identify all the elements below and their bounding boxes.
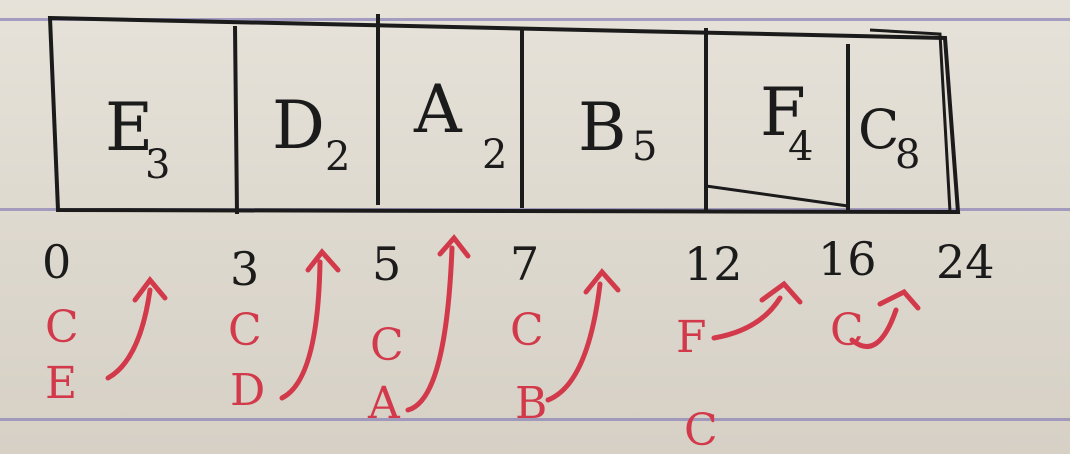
note-col0-b: E	[45, 358, 77, 409]
block-F: F 4	[760, 74, 813, 170]
block-A-name: A	[413, 71, 463, 148]
note-col4-b: C	[684, 405, 718, 454]
block-F-burst: 4	[788, 124, 813, 170]
block-C: C 8	[858, 98, 920, 178]
block-E: E 3	[105, 89, 170, 188]
time-tick-16: 16	[818, 232, 877, 286]
arrow-5	[849, 307, 899, 349]
red-notes: C E C D C A C B F C C	[45, 302, 864, 454]
time-tick-12: 12	[684, 237, 743, 291]
note-col5-a: C	[830, 305, 864, 356]
arrow-4	[711, 295, 783, 341]
arrow-3	[545, 281, 603, 403]
arrow-0-head	[132, 275, 168, 303]
time-tick-24: 24	[936, 235, 995, 289]
time-tick-5: 5	[372, 237, 401, 291]
arrow-1	[279, 259, 323, 401]
divider-4-skew	[705, 184, 849, 208]
block-A-burst: 2	[482, 132, 507, 178]
note-col3-b: B	[515, 378, 547, 429]
block-C-name: C	[858, 98, 899, 161]
block-D-name: D	[272, 87, 325, 164]
block-A: A 2	[413, 71, 507, 178]
block-B-burst: 5	[632, 124, 657, 170]
time-tick-7: 7	[510, 237, 539, 291]
note-col3-a: C	[510, 305, 544, 356]
arrow-3-head	[583, 268, 621, 295]
block-B: B 5	[578, 89, 657, 170]
note-col2-a: C	[370, 320, 404, 371]
note-col1-a: C	[228, 305, 262, 356]
block-C-burst: 8	[895, 132, 920, 178]
arrow-5-head	[877, 288, 921, 311]
time-axis: 0 3 5 7 12 16 24	[42, 232, 995, 296]
gantt-frame-inner-right	[869, 28, 952, 213]
ruled-line-top	[0, 18, 1070, 21]
divider-0	[233, 25, 239, 215]
arrow-4-head	[759, 280, 803, 305]
arrow-2	[405, 245, 455, 413]
arrow-1-head	[305, 248, 341, 273]
block-D-burst: 2	[325, 134, 350, 180]
block-F-name: F	[760, 74, 806, 151]
arrow-0	[105, 287, 153, 381]
gantt-frame	[47, 15, 961, 215]
block-E-name: E	[105, 89, 153, 166]
note-col0-a: C	[45, 302, 79, 353]
arrow-2-head	[437, 234, 471, 259]
ruled-line-bottom	[0, 418, 1070, 421]
block-B-name: B	[578, 89, 627, 166]
note-col2-b: A	[367, 378, 401, 429]
note-col1-b: D	[230, 365, 265, 416]
block-D: D 2	[272, 87, 350, 180]
red-arrows	[105, 234, 921, 413]
time-tick-0: 0	[42, 235, 71, 289]
note-col4-a: F	[676, 312, 707, 363]
time-tick-3: 3	[230, 242, 259, 296]
block-E-burst: 3	[145, 142, 170, 188]
